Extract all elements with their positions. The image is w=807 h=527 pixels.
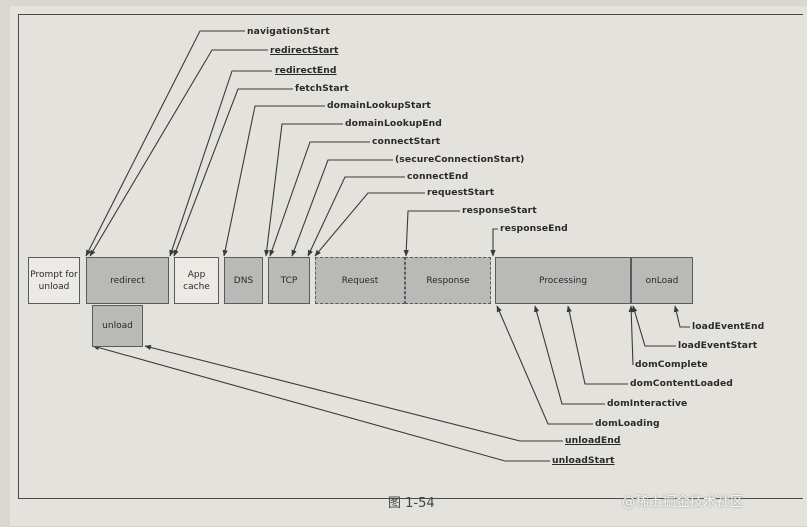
line-fetchStart bbox=[173, 88, 293, 257]
label-unloadEnd: unloadEnd bbox=[565, 435, 621, 446]
line-responseEnd bbox=[490, 228, 498, 257]
phase-dns: DNS bbox=[224, 257, 263, 304]
phase-onload: onLoad bbox=[631, 257, 693, 304]
label-loadEventEnd: loadEventEnd bbox=[692, 321, 765, 332]
line-domContentLoaded bbox=[566, 305, 628, 385]
diagram-frame bbox=[18, 14, 803, 499]
label-redirectEnd: redirectEnd bbox=[275, 65, 337, 76]
line-requestStart bbox=[314, 192, 425, 257]
label-domComplete: domComplete bbox=[635, 359, 708, 370]
figure-caption: 图 1-54 bbox=[388, 496, 435, 511]
phase-request: Request bbox=[315, 257, 405, 304]
label-connectStart: connectStart bbox=[372, 136, 441, 147]
label-redirectStart: redirectStart bbox=[270, 45, 339, 56]
watermark: @稀土掘金技术社区 bbox=[622, 494, 744, 510]
label-loadEventStart: loadEventStart bbox=[678, 340, 758, 351]
line-navigationStart bbox=[85, 30, 245, 257]
label-domInteractive: domInteractive bbox=[607, 398, 688, 409]
line-unloadStart bbox=[92, 345, 550, 462]
line-domainLookupEnd bbox=[264, 123, 343, 257]
label-unloadStart: unloadStart bbox=[552, 455, 615, 466]
label-fetchStart: fetchStart bbox=[295, 83, 349, 94]
phase-app-cache: App cache bbox=[174, 257, 219, 304]
line-connectEnd bbox=[307, 176, 405, 257]
phase-redirect: redirect bbox=[86, 257, 169, 304]
label-domContentLoaded: domContentLoaded bbox=[630, 378, 733, 389]
label-secureConnectionStart: (secureConnectionStart) bbox=[395, 154, 525, 165]
line-connectStart bbox=[269, 141, 370, 257]
line-domainLookupStart bbox=[222, 105, 325, 257]
label-domainLookupEnd: domainLookupEnd bbox=[345, 118, 442, 129]
phase-tcp: TCP bbox=[268, 257, 310, 304]
phase-prompt-for-unload: Prompt for unload bbox=[28, 257, 80, 304]
line-domComplete bbox=[628, 305, 634, 366]
label-domLoading: domLoading bbox=[595, 418, 660, 429]
label-responseStart: responseStart bbox=[462, 205, 537, 216]
label-requestStart: requestStart bbox=[427, 187, 495, 198]
line-redirectEnd bbox=[169, 70, 272, 257]
line-domLoading bbox=[496, 305, 593, 425]
phase-processing: Processing bbox=[495, 257, 631, 304]
phase-unload: unload bbox=[92, 305, 143, 347]
phase-response: Response bbox=[405, 257, 491, 304]
label-navigationStart: navigationStart bbox=[247, 26, 330, 37]
label-domainLookupStart: domainLookupStart bbox=[327, 100, 431, 111]
line-secureConnectionStart bbox=[291, 159, 393, 257]
label-responseEnd: responseEnd bbox=[500, 223, 568, 234]
label-connectEnd: connectEnd bbox=[407, 171, 469, 182]
line-redirectStart bbox=[89, 49, 268, 257]
line-loadEventStart bbox=[632, 305, 676, 347]
line-unloadEnd bbox=[144, 344, 563, 442]
line-domInteractive bbox=[534, 305, 605, 405]
line-responseStart bbox=[403, 210, 460, 257]
line-loadEventEnd bbox=[673, 305, 690, 328]
